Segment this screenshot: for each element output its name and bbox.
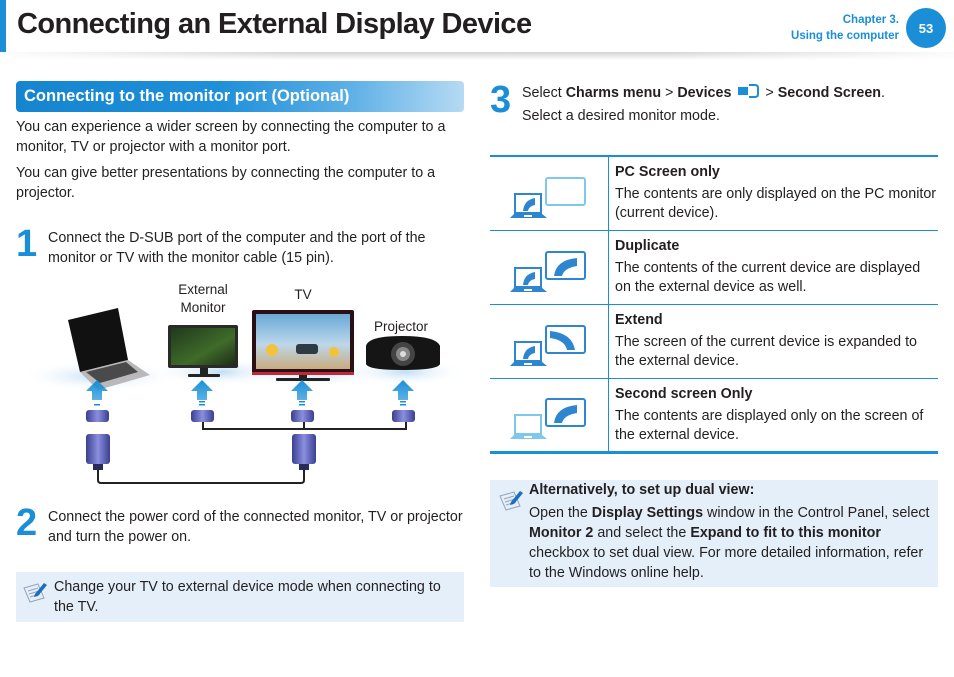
devices-label: Devices — [677, 85, 732, 101]
duplicate-icon — [510, 251, 586, 292]
note-text: Change your TV to external device mode w… — [54, 579, 441, 615]
label-projector: Projector — [373, 319, 429, 334]
external-monitor-icon — [168, 325, 238, 377]
mode-body: Extend The screen of the current device … — [609, 305, 938, 378]
text: . — [881, 85, 885, 101]
connection-diagram-illustration — [20, 308, 465, 484]
mode-body: Duplicate The contents of the current de… — [609, 231, 938, 304]
mode-row-second-screen-only: Second screen Only The contents are disp… — [490, 379, 938, 451]
note-title: Alternatively, to set up dual view: — [529, 482, 755, 498]
connection-diagram: External Monitor TV Projector — [20, 280, 470, 490]
dsub-plug-icons — [86, 434, 316, 470]
header-accent-bar — [0, 0, 6, 52]
section-heading: Connecting to the monitor port (Optional… — [16, 81, 464, 112]
mode-icon-cell — [490, 157, 609, 230]
intro-paragraph: You can give better presentations by con… — [16, 165, 436, 201]
mode-body: Second screen Only The contents are disp… — [609, 379, 938, 451]
mode-row-duplicate: Duplicate The contents of the current de… — [490, 231, 938, 305]
page-number-badge: 53 — [906, 8, 946, 48]
chapter-label: Chapter 3. Using the computer — [791, 12, 899, 44]
label-text: External — [178, 282, 228, 297]
mode-row-extend: Extend The screen of the current device … — [490, 305, 938, 379]
mode-title: Duplicate — [615, 238, 680, 254]
monitor-2-label: Monitor 2 — [529, 525, 594, 541]
display-settings-label: Display Settings — [591, 505, 704, 521]
step-number: 3 — [490, 79, 512, 121]
note-pencil-icon — [499, 491, 523, 511]
label-tv: TV — [294, 287, 312, 302]
text: Open the — [529, 505, 592, 521]
projector-icon — [366, 336, 440, 370]
chapter-title: Using the computer — [791, 30, 899, 42]
label-external-monitor: External Monitor — [170, 281, 236, 317]
expand-to-fit-label: Expand to fit to this monitor — [690, 525, 881, 541]
dual-view-note: Alternatively, to set up dual view: Open… — [490, 480, 938, 587]
mode-body: PC Screen only The contents are only dis… — [609, 157, 938, 230]
dsub-port-icons — [86, 410, 415, 422]
charms-menu-label: Charms menu — [565, 85, 662, 101]
tv-icon — [252, 310, 354, 381]
chapter-number: Chapter 3. — [842, 14, 899, 26]
second-screen-label: Second Screen — [777, 85, 881, 101]
tv-mode-note: Change your TV to external device mode w… — [16, 572, 464, 622]
text: checkbox to set dual view. For more deta… — [529, 545, 924, 581]
mode-description: The contents are displayed only on the s… — [615, 408, 924, 443]
step3-line1: Select Charms menu > Devices > Second Sc… — [522, 83, 942, 103]
mode-description: The screen of the current device is expa… — [615, 334, 918, 369]
monitor-mode-table: PC Screen only The contents are only dis… — [490, 155, 938, 454]
step-number: 2 — [16, 502, 38, 544]
mode-description: The contents are only displayed on the P… — [615, 186, 937, 221]
label-text: Monitor — [180, 300, 226, 315]
page-title: Connecting an External Display Device — [17, 8, 532, 40]
note-body: Open the Display Settings window in the … — [529, 503, 934, 583]
pc-screen-only-icon — [510, 177, 586, 218]
intro-paragraph: You can experience a wider screen by con… — [16, 119, 446, 155]
arrow-up-icons — [86, 380, 414, 400]
text: Select — [522, 85, 566, 101]
note-pencil-icon — [23, 583, 47, 603]
text: and select the — [593, 525, 691, 541]
mode-title: PC Screen only — [615, 164, 720, 180]
mode-title: Extend — [615, 312, 663, 328]
second-screen-only-icon — [510, 398, 586, 439]
step-text: Connect the D-SUB port of the computer a… — [48, 230, 426, 266]
step3-line2: Select a desired monitor mode. — [522, 108, 720, 124]
mode-icon-cell — [490, 379, 609, 451]
step3-instruction: Select Charms menu > Devices > Second Sc… — [522, 83, 942, 126]
text: window in the Control Panel, select — [703, 505, 930, 521]
mode-description: The contents of the current device are d… — [615, 260, 921, 295]
step-number: 1 — [16, 223, 38, 265]
mode-row-pc-screen-only: PC Screen only The contents are only dis… — [490, 157, 938, 231]
mode-icon-cell — [490, 305, 609, 378]
devices-charm-icon — [738, 84, 760, 98]
separator: > — [661, 85, 678, 101]
extend-icon — [510, 325, 586, 366]
step-text: Connect the power cord of the connected … — [48, 509, 463, 545]
section-heading-text: Connecting to the monitor port (Optional… — [24, 87, 350, 105]
header-divider — [10, 52, 954, 60]
mode-icon-cell — [490, 231, 609, 304]
separator: > — [761, 85, 778, 101]
mode-title: Second screen Only — [615, 386, 753, 402]
